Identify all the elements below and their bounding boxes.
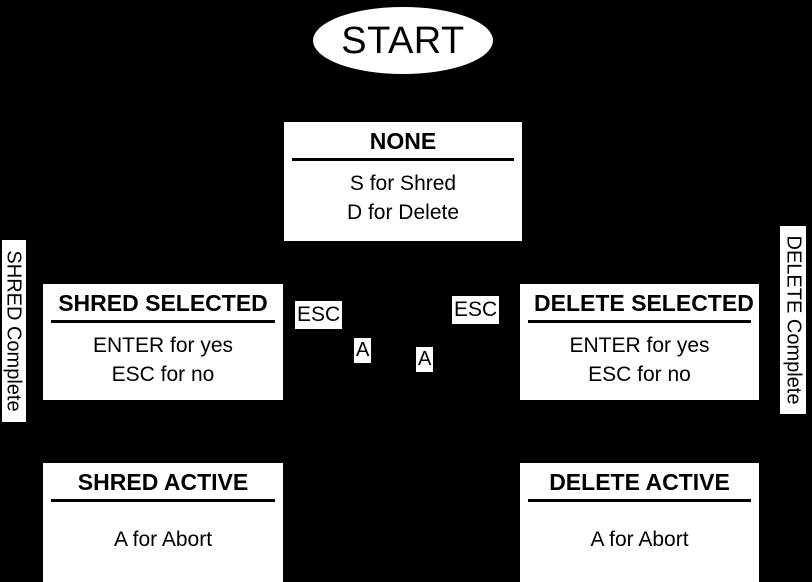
side-label-delete-complete-text: DELETE Complete [782,235,804,405]
side-label-shred-complete-text: SHRED Complete [3,250,26,412]
state-box-shred-active[interactable]: SHRED ACTIVE A for Abort [43,463,283,582]
start-node-label: START [341,19,465,62]
state-line-shred-active-0: A for Abort [113,528,213,552]
state-box-delete-selected[interactable]: DELETE SELECTED ENTER for yes ESC for no [520,284,759,400]
state-line-shred-selected-0: ENTER for yes [92,334,234,358]
state-title-none: NONE [292,122,514,162]
state-title-delete-selected: DELETE SELECTED [528,284,754,324]
state-line-shred-selected-1: ESC for no [111,363,215,387]
state-line-none-0: S for Shred [349,172,457,196]
state-line-delete-selected-1: ESC for no [588,363,691,387]
state-body-delete-active: A for Abort [520,502,759,582]
start-node[interactable]: START [313,7,493,74]
edge-label-esc-delete: ESC [452,296,500,325]
edge-label-abort-delete: A [416,347,434,372]
state-box-shred-selected[interactable]: SHRED SELECTED ENTER for yes ESC for no [43,284,283,400]
state-body-none: S for Shred D for Delete [284,161,522,241]
state-line-none-1: D for Delete [346,201,460,225]
state-body-delete-selected: ENTER for yes ESC for no [520,323,759,400]
state-title-delete-active: DELETE ACTIVE [528,463,751,503]
edge-label-esc-shred: ESC [295,301,343,330]
state-body-shred-selected: ENTER for yes ESC for no [43,323,283,400]
state-line-delete-selected-0: ENTER for yes [569,334,710,358]
state-box-none[interactable]: NONE S for Shred D for Delete [284,122,522,241]
state-body-shred-active: A for Abort [43,502,283,582]
state-box-delete-active[interactable]: DELETE ACTIVE A for Abort [520,463,759,582]
state-title-shred-active: SHRED ACTIVE [51,463,275,503]
side-label-delete-complete: DELETE Complete [780,226,806,414]
side-label-shred-complete: SHRED Complete [2,240,26,422]
edge-label-abort-shred: A [354,338,372,363]
state-line-delete-active-0: A for Abort [590,528,689,552]
state-title-shred-selected: SHRED SELECTED [51,284,275,324]
